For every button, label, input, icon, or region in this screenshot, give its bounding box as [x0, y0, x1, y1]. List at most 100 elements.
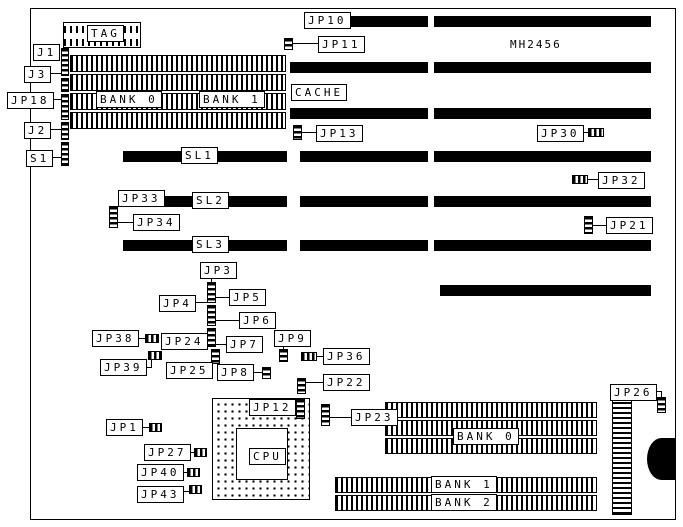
label-jp26: JP26 [610, 384, 657, 401]
leader-line [151, 357, 152, 367]
board-part-number: MH2456 [510, 38, 562, 51]
label-bank1-top: BANK 1 [199, 91, 265, 108]
label-cache: CACHE [291, 84, 348, 101]
leader-line [143, 427, 149, 428]
label-jp24: JP24 [161, 333, 208, 350]
leader-line [254, 372, 262, 373]
label-jp21: JP21 [606, 217, 653, 234]
label-jp38: JP38 [92, 330, 139, 347]
label-jp18: JP18 [7, 92, 54, 109]
simm-socket-row [385, 402, 597, 418]
leader-line [583, 132, 588, 133]
label-bank1-bottom: BANK 1 [431, 476, 497, 493]
jp33-jp34-jumper-block [109, 206, 118, 228]
jp38-jumper-block [145, 334, 159, 343]
jp43-jumper-block [189, 485, 202, 494]
jp11-jumper-block [284, 38, 293, 50]
simm-socket-row [70, 55, 286, 72]
label-jp1: JP1 [106, 419, 143, 436]
leader-line [51, 129, 61, 130]
jp18-jumper-block [61, 94, 69, 120]
leader-line [306, 382, 323, 383]
leader-line [183, 491, 189, 492]
expansion-slot-bar [434, 196, 651, 207]
j2-jumper-block [61, 122, 69, 140]
label-jp3: JP3 [200, 262, 237, 279]
board-outline [30, 8, 676, 520]
label-jp25: JP25 [166, 362, 213, 379]
label-jp36: JP36 [323, 348, 370, 365]
expansion-slot-bar [300, 151, 428, 162]
label-jp43: JP43 [137, 486, 184, 503]
expansion-slot-bar [434, 151, 651, 162]
label-jp9: JP9 [274, 330, 311, 347]
jp21-jumper-block [584, 216, 593, 234]
leader-line [183, 472, 187, 473]
jp12-jumper-block [296, 399, 305, 419]
label-sl3: SL3 [192, 236, 229, 253]
leader-line [655, 391, 662, 392]
expansion-slot-bar [300, 196, 428, 207]
label-jp32: JP32 [598, 172, 645, 189]
leader-line [211, 279, 212, 282]
label-jp13: JP13 [316, 125, 363, 142]
expansion-slot-bar [434, 62, 651, 73]
jp1-jumper-block [149, 423, 162, 432]
label-jp22: JP22 [323, 374, 370, 391]
simm-socket-row [70, 112, 286, 129]
label-j2: J2 [24, 122, 52, 139]
leader-line [216, 320, 239, 321]
jp30-jumper-block [588, 128, 604, 137]
leader-line [196, 302, 207, 303]
label-jp11: JP11 [318, 36, 365, 53]
label-sl1: SL1 [181, 147, 218, 164]
expansion-slot-bar [434, 16, 651, 27]
label-s1: S1 [26, 150, 54, 167]
label-tag: TAG [87, 25, 124, 42]
label-jp5: JP5 [229, 289, 266, 306]
jp3-jp4-jp5-jumper-block [207, 282, 216, 303]
label-jp33: JP33 [118, 190, 165, 207]
jp32-jumper-block [572, 175, 588, 184]
jp9-jumper-block [279, 349, 288, 362]
leader-line [317, 356, 323, 357]
label-jp23: JP23 [351, 409, 398, 426]
j3-jumper-block [61, 78, 69, 92]
jp24-jp7-jumper-block [207, 328, 216, 347]
leader-line [293, 43, 318, 44]
expansion-slot-bar [300, 240, 428, 251]
leader-line [283, 347, 284, 349]
label-jp4: JP4 [159, 295, 196, 312]
label-bank0-bottom: BANK 0 [453, 428, 519, 445]
leader-line [138, 338, 145, 339]
leader-line [661, 391, 662, 397]
leader-line [588, 179, 598, 180]
expansion-slot-bar [434, 240, 651, 251]
label-jp7: JP7 [226, 336, 263, 353]
jp39-jumper-block [148, 351, 162, 360]
leader-line [302, 132, 316, 133]
jp6-jumper-block [207, 305, 216, 326]
simm-socket-row [70, 74, 286, 91]
jp23-jumper-block [321, 404, 330, 426]
jp25-jumper-block [211, 349, 220, 364]
jp13-jumper-block [293, 125, 302, 140]
leader-line [146, 367, 152, 368]
expansion-slot-bar [440, 285, 651, 296]
leader-line [216, 344, 226, 345]
leader-line [53, 157, 61, 158]
expansion-slot-bar [290, 108, 428, 119]
label-jp34: JP34 [133, 214, 180, 231]
keyboard-din-connector [647, 438, 676, 480]
label-jp12: JP12 [249, 399, 296, 416]
leader-line [216, 297, 229, 298]
label-bank0-top: BANK 0 [96, 91, 162, 108]
leader-line [53, 99, 61, 100]
label-jp10: JP10 [304, 12, 351, 29]
jp26-jumper-block [657, 397, 666, 413]
power-connector [612, 396, 632, 515]
expansion-slot-bar [434, 108, 651, 119]
label-j1: J1 [33, 44, 61, 61]
label-bank2-bottom: BANK 2 [431, 494, 497, 511]
